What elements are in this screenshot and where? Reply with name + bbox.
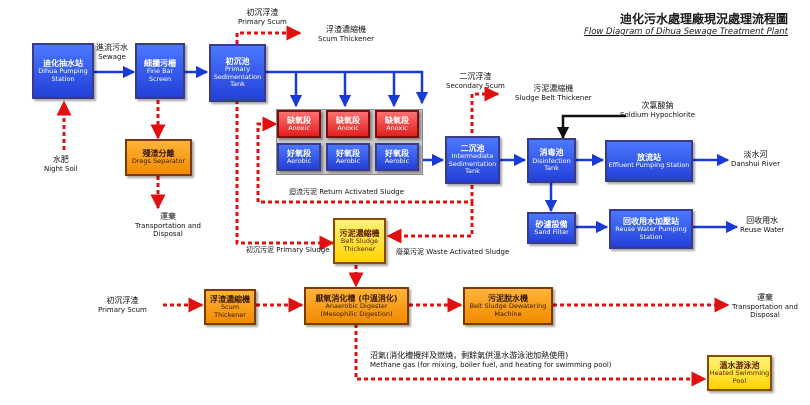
primary-sludge-label: 初沉污泥 Primary Sludge: [246, 246, 330, 254]
transport-disposal-label-2: 運棄 Transportation and Disposal: [732, 293, 798, 319]
sewage-label: 進流污水 Sewage: [96, 43, 128, 61]
fine-bar-screen-box: 細攔污柵 Fine Bar Screen: [135, 43, 185, 99]
belt-sludge-thickener-box: 污泥濃縮機 Belt Sludge Thickener: [333, 218, 386, 264]
title-zh: 迪化污水處理廠現況處理流程圖: [619, 12, 788, 26]
dregs-separator-box: 殘渣分離 Dregs Separator: [125, 139, 192, 176]
anoxic-box-1: 缺氧段 Anoxic: [277, 110, 321, 138]
anaerobic-digester-box: 厭氧消化槽 (中溫消化) Anaerobic Digester (Mesophi…: [304, 287, 409, 325]
reuse-pumping-box: 回收用水加壓站 Reuse Water Pumping Station: [609, 209, 693, 249]
effluent-pumping-box: 放流站 Effluent Pumping Station: [605, 140, 693, 182]
danshui-river-label: 淡水河 Danshui River: [731, 150, 780, 168]
secondary-scum-label: 二沉浮渣 Secondary Scum: [446, 72, 505, 90]
primary-scum-label-2: 初沉浮渣 Primary Scum: [98, 296, 147, 314]
secondary-sedimentation-box: 二沉池 Intermediate Sedimentation Tank: [445, 136, 500, 184]
scum-thickener-label: 浮渣濃縮機 Scum Thickener: [318, 25, 375, 43]
hypochlorite-label: 次氯酸鈉 Soldium Hypochlorite: [620, 101, 696, 119]
night-soil-label: 水肥 Night Soil: [44, 155, 78, 173]
biogas-label: 沼氣(消化槽攪拌及燃燒，剩餘氣供溫水游泳池加熱使用) Methane gas (…: [370, 351, 612, 369]
return-sludge-label: 迴流污泥 Return Activated Sludge: [289, 188, 405, 196]
flow-waste-sludge: [386, 202, 474, 244]
aerobic-box-2: 好氧段 Aerobic: [326, 143, 370, 171]
dewatering-machine-box: 污泥脫水機 Belt Sludge Dewatering Machine: [463, 287, 553, 325]
flow-hypochlorite: [556, 114, 626, 140]
diagram-header: 迪化污水處理廠現況處理流程圖 Flow Diagram of Dihua Sew…: [584, 10, 788, 37]
reuse-water-label: 回收用水 Reuse Water: [740, 216, 785, 234]
scum-thickener-box: 浮渣濃縮機 Scum Thickener: [204, 289, 256, 325]
flow-return-sludge: [256, 116, 474, 204]
anoxic-box-3: 缺氧段 Anoxic: [375, 110, 419, 138]
flow-secondary-scum: [470, 86, 500, 133]
disinfection-tank-box: 消毒池 Disinfection Tank: [527, 138, 576, 183]
flow-primary-scum: [235, 25, 302, 44]
aerobic-box-1: 好氧段 Aerobic: [277, 143, 321, 171]
flow-primary-sludge: [235, 100, 335, 251]
sand-filter-box: 砂濾設備 Sand Filter: [527, 212, 576, 244]
title-en: Flow Diagram of Dihua Sewage Treatment P…: [583, 27, 788, 37]
swimming-pool-box: 溫水游泳池 Heated Swimming Pool: [707, 355, 772, 391]
flow-primary-basin: [266, 70, 429, 105]
sludge-belt-thickener-label: 污泥濃縮機 Sludge Belt Thickener: [515, 84, 592, 102]
waste-sludge-label: 廢棄污泥 Waste Activated Sludge: [396, 248, 510, 256]
primary-sedimentation-box: 初沉池 Primary Sedimentation Tank: [209, 44, 266, 102]
flow-biogas: [354, 324, 707, 387]
anoxic-box-2: 缺氧段 Anoxic: [326, 110, 370, 138]
pumping-station-box: 迪化抽水站 Dihua Pumping Station: [32, 43, 94, 99]
aerobic-box-3: 好氧段 Aerobic: [375, 143, 419, 171]
primary-scum-label: 初沉浮渣 Primary Scum: [238, 8, 287, 26]
transport-disposal-label-1: 運棄 Transportation and Disposal: [135, 212, 201, 238]
